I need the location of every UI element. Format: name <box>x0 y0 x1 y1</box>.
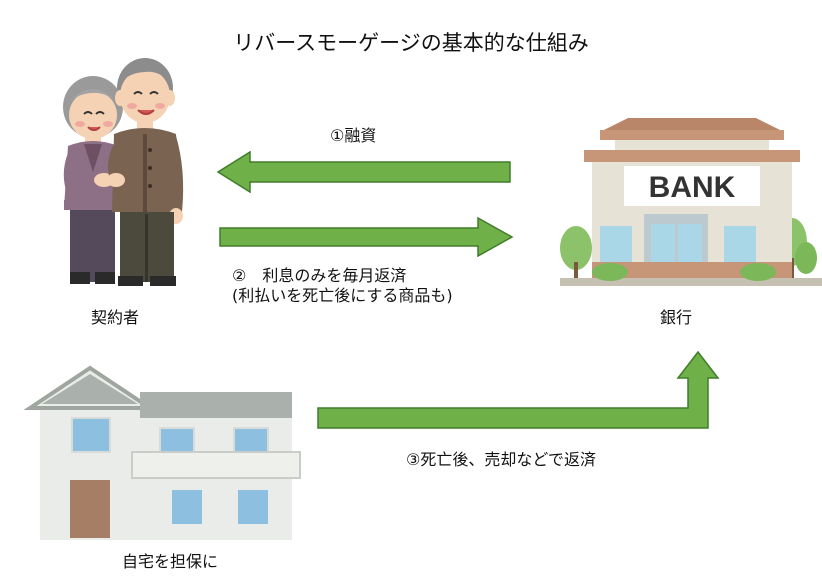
grandfather-figure <box>107 58 184 286</box>
grandmother-figure <box>63 76 123 284</box>
elderly-couple-icon <box>63 58 184 286</box>
repay-arrow <box>317 350 720 429</box>
bank-label: 銀行 <box>659 308 692 327</box>
bank-sign-text: BANK <box>649 171 736 204</box>
diagram-title: リバースモーゲージの基本的な仕組み <box>233 31 589 55</box>
contractor-label: 契約者 <box>90 308 139 327</box>
house-icon <box>23 365 301 540</box>
interest-arrow <box>219 216 514 258</box>
loan-label: ①融資 <box>330 126 377 145</box>
bank-building-icon <box>560 118 822 286</box>
repay-label: ③死亡後、売却などで返済 <box>406 450 597 469</box>
home-label: 自宅を担保に <box>121 552 218 571</box>
interest-label-line2: (利払いを死亡後にする商品も) <box>232 286 453 305</box>
loan-arrow <box>216 150 511 194</box>
interest-label-line1: ② 利息のみを毎月返済 <box>232 266 407 285</box>
